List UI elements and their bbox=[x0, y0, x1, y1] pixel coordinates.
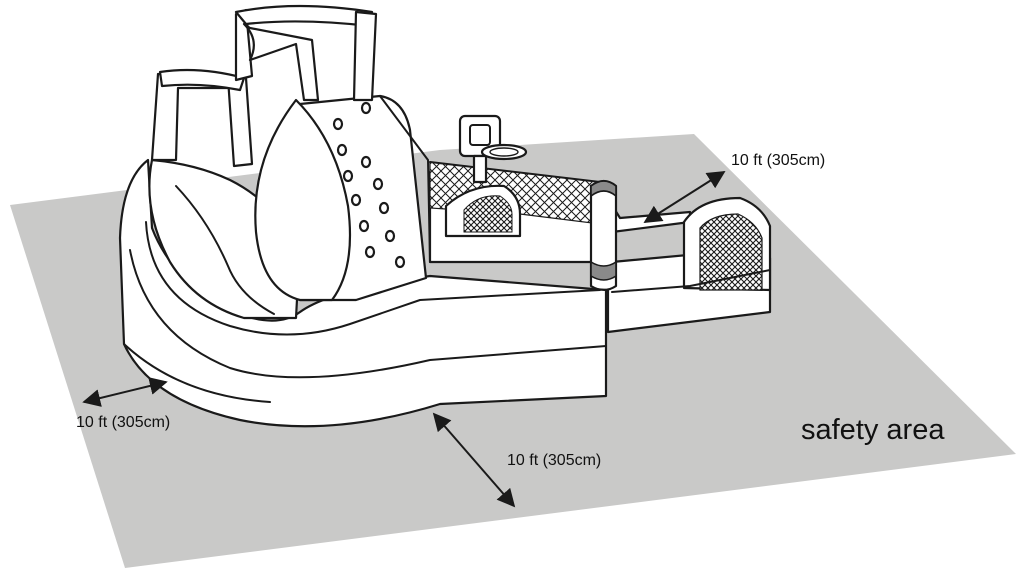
safety-area-label: safety area bbox=[801, 414, 945, 446]
clearance-label-front: 10 ft (305cm) bbox=[507, 452, 602, 469]
clearance-arrow-right bbox=[643, 171, 726, 223]
clearance-arrow-front bbox=[432, 412, 516, 508]
clearance-arrow-left bbox=[82, 377, 168, 407]
clearance-label-left: 10 ft (305cm) bbox=[76, 414, 171, 431]
climbing-holds bbox=[332, 101, 406, 269]
inflatable-water-slide bbox=[118, 4, 772, 428]
clearance-label-right: 10 ft (305cm) bbox=[731, 152, 826, 169]
